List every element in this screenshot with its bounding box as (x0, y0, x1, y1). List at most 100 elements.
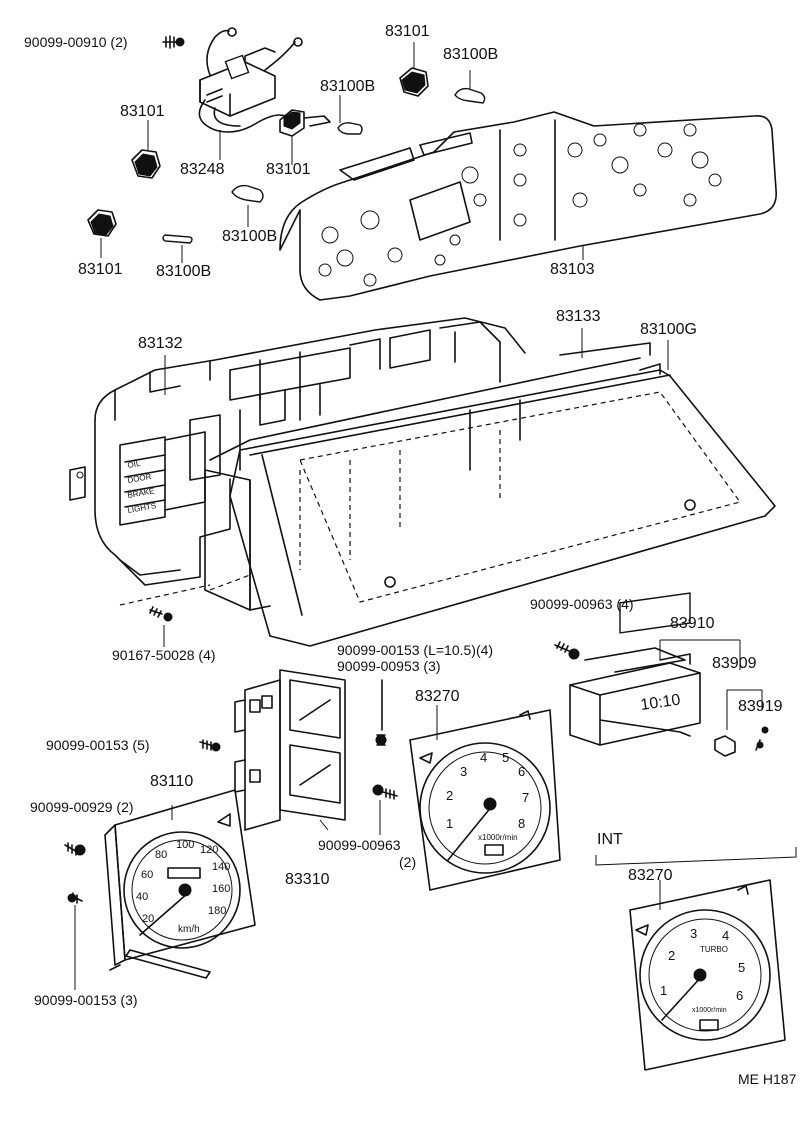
label-83100g: 83100G (640, 321, 697, 338)
label-90099-00963-2a: 90099-00963 (318, 837, 401, 853)
speed-tick-40: 40 (136, 891, 148, 903)
label-83100b-top: 83100B (443, 46, 499, 63)
label-83101-lowleft: 83101 (78, 261, 123, 278)
int-tick-4: 4 (722, 928, 729, 943)
reference-line (119, 574, 251, 606)
screw-83919 (755, 726, 769, 751)
speedometer-83110 (104, 789, 256, 979)
speed-tick-20: 20 (142, 913, 154, 925)
clock-display: 10:10 (639, 692, 681, 714)
printed-circuit-83103 (279, 111, 777, 301)
tach-tick-7: 7 (522, 790, 529, 805)
int-bracket (595, 847, 797, 866)
label-90099-00963-4: 90099-00963 (4) (530, 596, 634, 612)
label-83133: 83133 (556, 308, 601, 325)
socket-83101-top (399, 42, 429, 97)
speed-tick-140: 140 (212, 861, 230, 873)
screw-90099-00929 (64, 842, 86, 856)
label-83919: 83919 (738, 698, 783, 715)
bulb-83100b-mid (337, 95, 363, 135)
tachometer-int-ticks: 1 2 3 4 5 6 TURBO x1000r/min (660, 926, 745, 1014)
label-int: INT (597, 831, 623, 848)
bulb-83100b-top (454, 70, 486, 104)
screw-90099-00963-2 (372, 784, 398, 835)
warning-brake: BRAKE (127, 486, 155, 500)
label-83909: 83909 (712, 655, 757, 672)
label-90167-50028: 90167-50028 (4) (112, 647, 216, 663)
warning-door: DOOR (127, 472, 152, 485)
screw-90099-00153-5 (199, 739, 221, 752)
int-tick-3: 3 (690, 926, 697, 941)
int-tick-5: 5 (738, 960, 745, 975)
speed-unit: km/h (178, 924, 200, 935)
tachometer-ticks: 1 2 3 4 5 6 7 8 x1000r/min (446, 750, 529, 842)
screw-90099-00153-3 (67, 892, 83, 990)
tach-tick-6: 6 (518, 764, 525, 779)
screw-90099-00910 (162, 35, 185, 49)
int-tick-1: 1 (660, 983, 667, 998)
label-83103: 83103 (550, 261, 595, 278)
socket-83101-left (131, 120, 161, 179)
tach-tick-2: 2 (446, 788, 453, 803)
label-90099-00153-5: 90099-00153 (5) (46, 737, 150, 753)
fuel-temp-gauge-83310 (234, 669, 346, 831)
speedometer-ticks: 20 40 60 80 100 120 140 160 180 km/h (136, 839, 230, 935)
speed-tick-120: 120 (200, 844, 218, 856)
reference-code: ME H187 (738, 1071, 797, 1087)
int-unit: x1000r/min (692, 1007, 727, 1014)
speed-tick-60: 60 (141, 869, 153, 881)
label-83270-int: 83270 (628, 867, 673, 884)
screw-90099-00963-4 (554, 641, 580, 660)
tach-tick-5: 5 (502, 750, 509, 765)
tach-tick-4: 4 (480, 750, 487, 765)
bulb-83100b-lowleft (162, 234, 193, 263)
speed-tick-180: 180 (208, 905, 226, 917)
socket-83101-mid (279, 109, 331, 165)
wire-harness-83248 (198, 27, 303, 160)
label-83310: 83310 (285, 871, 330, 888)
screw-90099-00153-l (375, 679, 387, 746)
label-83100b-lowleft: 83100B (156, 263, 212, 280)
meter-housing-83132 (69, 317, 526, 586)
warning-oil: OIL (127, 459, 142, 470)
tach-unit: x1000r/min (478, 833, 518, 842)
bulb-83100b-lower (231, 184, 264, 227)
label-83910: 83910 (670, 615, 715, 632)
screw-90167-50028 (149, 606, 173, 647)
label-83100b-lower: 83100B (222, 228, 278, 245)
label-90099-00153-3: 90099-00153 (3) (34, 992, 138, 1008)
int-tick-2: 2 (668, 948, 675, 963)
label-83270: 83270 (415, 688, 460, 705)
label-83101-top: 83101 (385, 23, 430, 40)
socket-83101-lowleft (87, 209, 117, 258)
tach-tick-3: 3 (460, 764, 467, 779)
warning-lights: LIGHTS (127, 501, 157, 515)
tach-tick-8: 8 (518, 816, 525, 831)
int-tick-6: 6 (736, 988, 743, 1003)
int-turbo: TURBO (700, 945, 728, 954)
bezel-83133 (204, 342, 651, 611)
knob-83909 (714, 689, 763, 757)
warning-light-panel (124, 454, 166, 508)
tachometer-83270 (409, 705, 561, 891)
label-90099-00153-l: 90099-00153 (L=10.5)(4) (337, 642, 494, 658)
label-83110: 83110 (150, 773, 194, 790)
tach-tick-1: 1 (446, 816, 453, 831)
label-90099-00910: 90099-00910 (2) (24, 34, 128, 50)
label-90099-00929: 90099-00929 (2) (30, 799, 134, 815)
label-83132: 83132 (138, 335, 183, 352)
clock-83910 (569, 592, 741, 746)
label-90099-00953: 90099-00953 (3) (337, 658, 441, 674)
label-83248: 83248 (180, 161, 225, 178)
label-90099-00963-2b: (2) (399, 854, 417, 870)
label-83101-mid: 83101 (266, 161, 311, 178)
speed-tick-80: 80 (155, 849, 167, 861)
label-83101-left: 83101 (120, 103, 165, 120)
speed-tick-100: 100 (176, 839, 194, 851)
speed-tick-160: 160 (212, 883, 230, 895)
tachometer-int-83270 (629, 879, 786, 1071)
label-83100b-mid: 83100B (320, 78, 376, 95)
glass-83100g (229, 363, 776, 647)
